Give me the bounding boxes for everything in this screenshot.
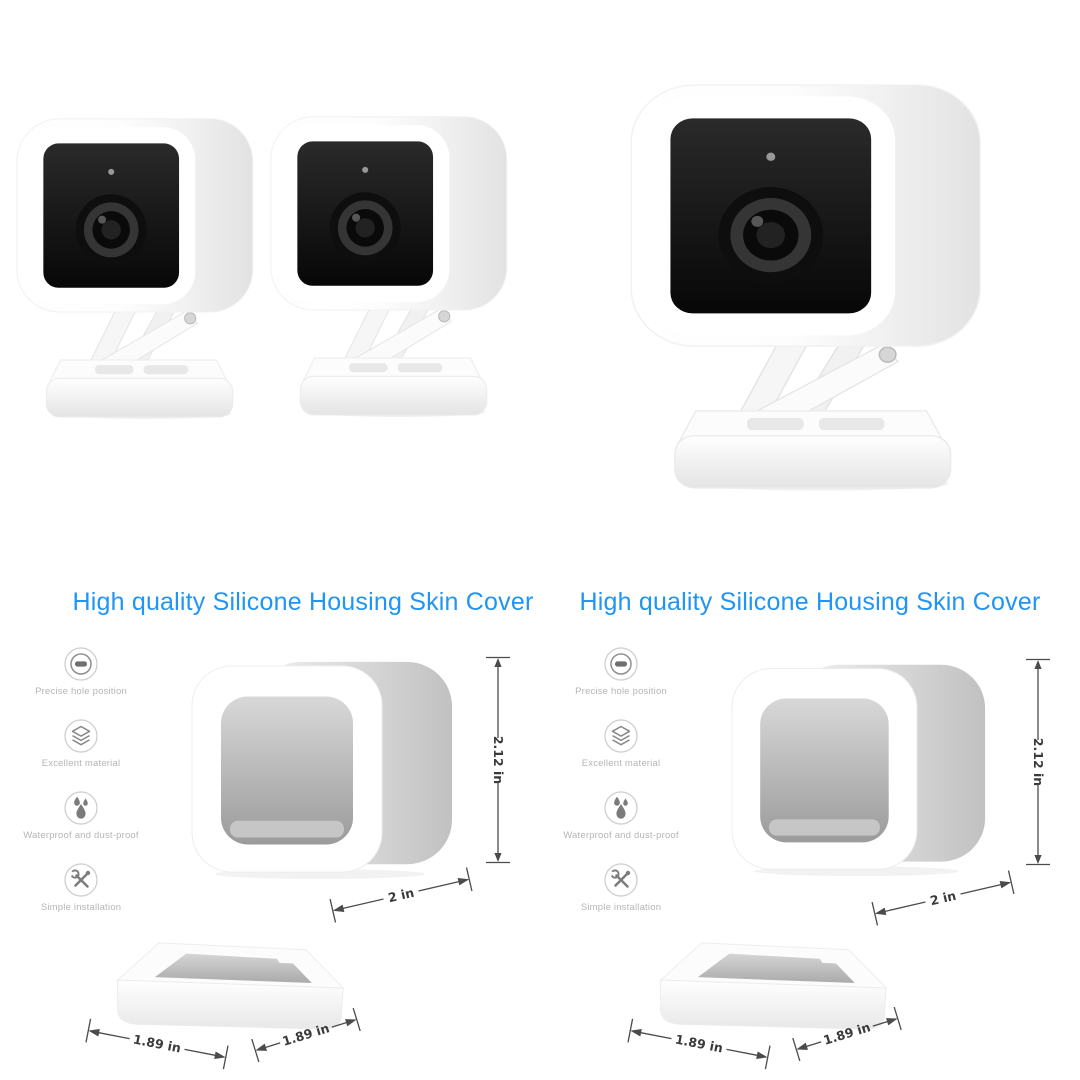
- status-led-dot: [362, 166, 369, 173]
- base-cover-illustration: [116, 942, 345, 1030]
- width-dimension-label: 2 in: [387, 885, 416, 906]
- camera-base: [674, 410, 952, 489]
- camera-illustration: [270, 116, 508, 417]
- feature-item: Excellent material: [582, 719, 661, 769]
- feature-item: Precise hole position: [575, 647, 667, 697]
- camera-body: [16, 118, 254, 313]
- water-drops-icon: [64, 791, 98, 825]
- feature-item: Simple installation: [41, 863, 121, 913]
- feature-item: Waterproof and dust-proof: [563, 791, 679, 841]
- feature-item: Simple installation: [581, 863, 661, 913]
- base-notch: [819, 958, 837, 964]
- cover-illustration: [731, 664, 986, 876]
- feature-label: Simple installation: [40, 902, 122, 913]
- camera-illustration: [16, 118, 254, 419]
- panel-heading: High quality Silicone Housing Skin Cover: [72, 587, 534, 616]
- status-led-dot: [766, 152, 776, 161]
- camera-lens: [75, 194, 147, 266]
- feature-label: Waterproof and dust-proof: [563, 830, 679, 841]
- camera-base: [45, 359, 234, 418]
- base-right-dimension: 1.89 in: [792, 1006, 902, 1062]
- feature-label: Excellent material: [41, 758, 121, 769]
- camera-body: [270, 116, 508, 311]
- security-camera-photo-small-left: [16, 118, 254, 420]
- base-right-dimension-label: 1.89 in: [281, 1020, 332, 1048]
- camera-base: [299, 357, 488, 416]
- tools-icon: [64, 863, 98, 897]
- feature-label: Waterproof and dust-proof: [23, 830, 139, 841]
- base-left-dimension: 1.89 in: [85, 1018, 229, 1070]
- feature-list: Precise hole position Excellent material: [6, 647, 156, 935]
- security-camera-photo-large: [630, 84, 982, 492]
- base-left-dimension-label: 1.89 in: [132, 1032, 182, 1056]
- width-dimension: 2 in: [329, 867, 473, 923]
- base-left-dimension-label: 1.89 in: [674, 1032, 724, 1056]
- width-dimension: 2 in: [871, 870, 1015, 926]
- feature-label: Precise hole position: [575, 686, 667, 697]
- height-dimension: 2.12 in: [1026, 658, 1050, 866]
- base-cover-photo: [100, 937, 350, 1035]
- height-dimension-label: 2.12 in: [1031, 738, 1046, 786]
- feature-label: Excellent material: [581, 758, 661, 769]
- tools-icon: [604, 863, 638, 897]
- height-dimension-label: 2.12 in: [491, 736, 506, 784]
- feature-item: Waterproof and dust-proof: [23, 791, 139, 841]
- camera-lens: [718, 187, 824, 284]
- feature-item: Precise hole position: [35, 647, 127, 697]
- base-cover-photo: [643, 937, 893, 1035]
- lens-hole-icon: [604, 647, 638, 681]
- base-cover-illustration: [659, 942, 888, 1030]
- cover-front-opening: [221, 696, 353, 845]
- status-led-dot: [108, 168, 115, 175]
- base-right-dimension-label: 1.89 in: [822, 1019, 873, 1047]
- feature-label: Simple installation: [580, 902, 662, 913]
- panel-heading: High quality Silicone Housing Skin Cover: [579, 587, 1041, 616]
- base-left-dimension: 1.89 in: [627, 1018, 771, 1070]
- camera-body: [630, 84, 981, 347]
- water-drops-icon: [604, 791, 638, 825]
- silicone-cover-photo: [730, 660, 988, 876]
- height-dimension: 2.12 in: [486, 656, 510, 864]
- base-recess: [154, 953, 312, 984]
- layers-icon: [604, 719, 638, 753]
- feature-label: Precise hole position: [35, 686, 127, 697]
- camera-lens: [329, 192, 401, 264]
- layers-icon: [64, 719, 98, 753]
- cover-front-opening: [760, 698, 889, 843]
- feature-item: Excellent material: [42, 719, 121, 769]
- spec-panel-left: High quality Silicone Housing Skin Cover…: [0, 555, 540, 1080]
- camera-illustration: [630, 84, 981, 491]
- base-right-dimension: 1.89 in: [251, 1007, 361, 1063]
- feature-list: Precise hole position Excellent material: [546, 647, 696, 935]
- base-notch: [276, 958, 294, 964]
- width-dimension-label: 2 in: [929, 888, 958, 909]
- cover-illustration: [191, 661, 452, 879]
- spec-panel-right: High quality Silicone Housing Skin Cover…: [540, 555, 1080, 1080]
- base-recess: [697, 953, 855, 984]
- lens-hole-icon: [64, 647, 98, 681]
- security-camera-photo-small-right: [270, 116, 508, 418]
- silicone-cover-photo: [190, 657, 455, 879]
